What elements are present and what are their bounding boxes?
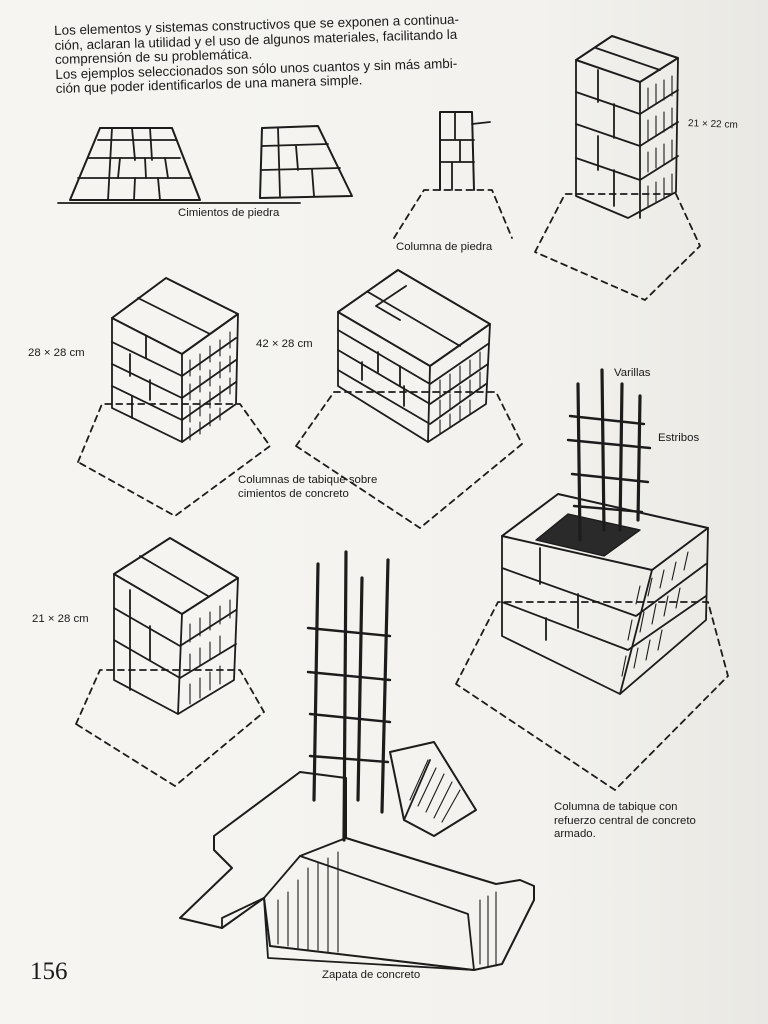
- page-number: 156: [30, 958, 68, 985]
- reinforced-brick-column-drawing: [455, 368, 729, 791]
- label-stirrups: Estribos: [658, 432, 700, 444]
- label-stone-foundations: Cimientos de piedra: [178, 207, 280, 219]
- label-reinforced-brick-column: Columna de tabique con refuerzo central …: [554, 801, 696, 840]
- brick-column-21x22-drawing: [534, 35, 701, 301]
- label-concrete-footing: Zapata de concreto: [322, 969, 421, 981]
- label-dim-28x28: 28 × 28 cm: [28, 347, 85, 359]
- label-brick-columns-on-concrete: Columnas de tabique sobre cimientos de c…: [238, 474, 378, 500]
- stone-foundation-drawing-1: [57, 127, 301, 204]
- stone-column-drawing: [393, 111, 513, 239]
- label-rebars: Varillas: [614, 367, 651, 379]
- concrete-footing-drawing: [179, 550, 535, 971]
- label-dim-42x28: 42 × 28 cm: [256, 338, 313, 350]
- label-dim-21x28: 21 × 28 cm: [32, 613, 89, 625]
- label-dim-21x22: 21 × 22 cm: [687, 118, 738, 131]
- brick-column-42x28-drawing: [295, 269, 523, 529]
- stone-foundation-drawing-2: [259, 125, 353, 199]
- brick-column-28x28-drawing: [77, 277, 271, 517]
- brick-column-21x28-drawing: [75, 537, 265, 787]
- label-stone-column: Columna de piedra: [396, 241, 493, 253]
